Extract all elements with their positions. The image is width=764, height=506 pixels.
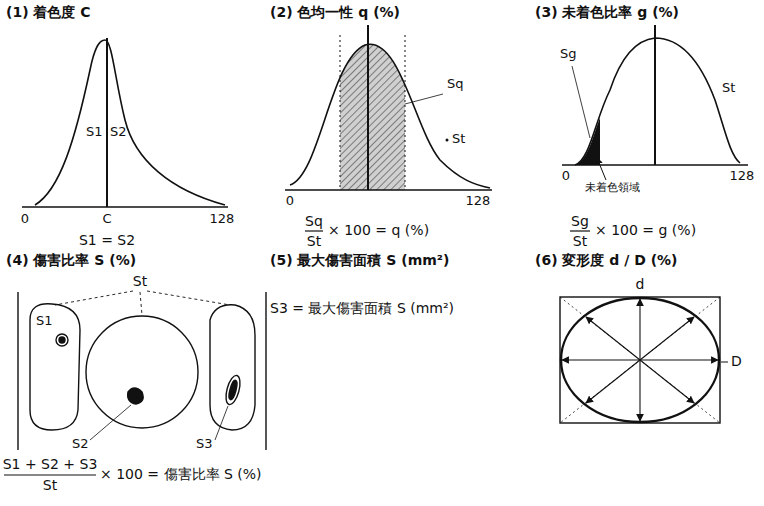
callout-label: 未着色領域 xyxy=(585,181,640,194)
axis-tick: 0 xyxy=(286,193,294,209)
area-label: St xyxy=(452,131,465,147)
sample-outline xyxy=(210,305,255,430)
bracket-line xyxy=(265,292,266,450)
center-line xyxy=(367,25,369,190)
panel-6-figure xyxy=(560,297,728,423)
formula: × 100 = 傷害比率 S (%) xyxy=(100,466,262,483)
area-label: Sq xyxy=(447,76,464,92)
sample-outline xyxy=(86,316,198,428)
panel-4-figure xyxy=(4,291,266,475)
distribution-curve xyxy=(35,40,225,205)
leader-line xyxy=(572,66,590,138)
panel-title: (1) 着色度 C xyxy=(6,4,91,21)
diameter-arrow xyxy=(586,317,694,403)
area-label: S1 xyxy=(86,124,103,140)
diagonal xyxy=(560,297,720,423)
axis-tick: C xyxy=(102,211,111,227)
lesion xyxy=(223,374,242,406)
fraction-bar xyxy=(4,474,96,475)
area-label: S2 xyxy=(72,436,89,452)
fraction-numerator: Sq xyxy=(305,213,323,230)
leader-line xyxy=(140,292,142,315)
leader-arrow xyxy=(597,158,606,180)
leader-line xyxy=(55,291,133,305)
fraction-bar xyxy=(305,230,323,231)
fraction-denominator: St xyxy=(43,477,57,494)
hatched-area xyxy=(340,20,405,192)
panel-1-chart xyxy=(22,38,228,207)
deformed-outline xyxy=(561,298,719,422)
panel-title: (4) 傷害比率 S (%) xyxy=(6,252,136,269)
axis xyxy=(22,206,228,208)
dimension-label: d xyxy=(636,276,645,293)
fraction-denominator: St xyxy=(573,233,587,250)
leader-line xyxy=(215,406,228,440)
fraction-numerator: Sg xyxy=(571,213,589,230)
range-line xyxy=(405,35,406,190)
panel-title: (2) 色均一性 q (%) xyxy=(270,4,400,21)
formula: × 100 = g (%) xyxy=(595,222,696,239)
median-line xyxy=(106,38,108,207)
panel-3-chart xyxy=(562,25,748,231)
panel-title: (5) 最大傷害面積 S (mm²) xyxy=(270,252,449,269)
diameter-arrow xyxy=(586,317,694,403)
formula: S1 = S2 xyxy=(79,232,135,249)
definition-text: S3 = 最大傷害面積 S (mm²) xyxy=(270,300,454,317)
panel-2-chart xyxy=(285,20,492,231)
axis-tick: 128 xyxy=(730,168,755,184)
formula: × 100 = q (%) xyxy=(328,222,429,239)
axis xyxy=(285,189,492,191)
diagonal xyxy=(560,297,720,423)
bounding-rect xyxy=(560,297,720,423)
axis-tick: 0 xyxy=(562,168,570,184)
dimension-label: D xyxy=(731,353,742,370)
lesion xyxy=(59,337,65,343)
area-label: S1 xyxy=(36,313,53,329)
leader-dot xyxy=(446,139,449,142)
leader-line xyxy=(405,94,443,104)
range-line xyxy=(340,35,341,190)
lesion xyxy=(56,334,68,346)
bracket-line xyxy=(17,292,18,450)
panel-title: (3) 未着色比率 g (%) xyxy=(535,4,679,21)
lesion xyxy=(228,380,239,401)
sample-outline xyxy=(30,304,80,430)
distribution-curve xyxy=(290,44,490,188)
axis-tick: 128 xyxy=(210,211,235,227)
axis-tick: 128 xyxy=(466,193,491,209)
lesion xyxy=(128,388,143,404)
fraction-numerator: S1 + S2 + S3 xyxy=(3,456,98,473)
leader-line xyxy=(147,291,230,305)
leader-line xyxy=(90,405,131,440)
area-label: St xyxy=(133,273,147,290)
area-label: Sg xyxy=(560,46,577,62)
distribution-curve xyxy=(575,38,740,165)
panel-title: (6) 変形度 d / D (%) xyxy=(535,252,678,269)
center-line xyxy=(654,25,656,165)
axis-tick: 0 xyxy=(21,211,29,227)
area-label: St xyxy=(722,80,735,96)
area-label: S2 xyxy=(110,124,127,140)
fraction-bar xyxy=(570,230,590,231)
leader-line xyxy=(721,362,728,363)
area-label: S3 xyxy=(196,436,213,452)
fraction-denominator: St xyxy=(307,233,321,250)
